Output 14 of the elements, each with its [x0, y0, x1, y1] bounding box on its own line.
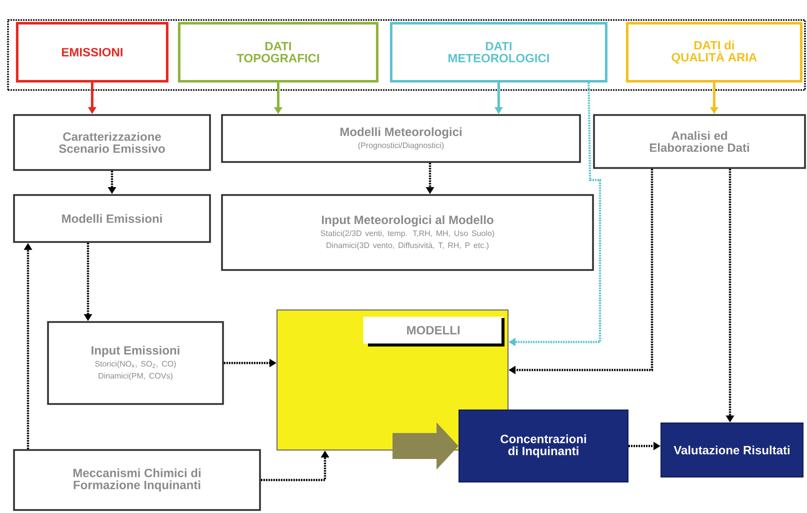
source-box: EMISSIONI: [16, 22, 168, 82]
process-box: Meccanismi Chimici di Formazione Inquinanti: [13, 449, 261, 511]
process-box: Input Emissioni Storici(NO$_{x}$, SO$_{2}$, CO) Dinamici(PM, COVs): [47, 321, 224, 405]
group-frame: [7, 19, 806, 91]
source-box: DATI di QUALITÀ ARIA: [626, 22, 802, 82]
process-box: Modelli Meteorologici (Prognostici/Diagnostici): [221, 114, 581, 163]
process-box: Caratterizzazione Scenario Emissivo: [13, 114, 211, 171]
source-box: DATI TOPOGRAFICI: [178, 22, 378, 82]
process-box: Analisi ed Elaborazione Dati: [593, 114, 806, 169]
process-box: Modelli Emissioni: [13, 194, 211, 243]
result-box: Concentrazioni di Inquinanti: [458, 410, 628, 482]
source-box: DATI METEOROLOGICI: [390, 22, 608, 82]
result-box: Valutazione Risultati: [660, 422, 804, 478]
process-box: Input Meteorologici al Modello Statici(2/3D venti, temp. T,RH, MH, Uso Suolo) Dinamici(3D vento, Diffusività, T, RH, P etc.): [221, 194, 594, 271]
